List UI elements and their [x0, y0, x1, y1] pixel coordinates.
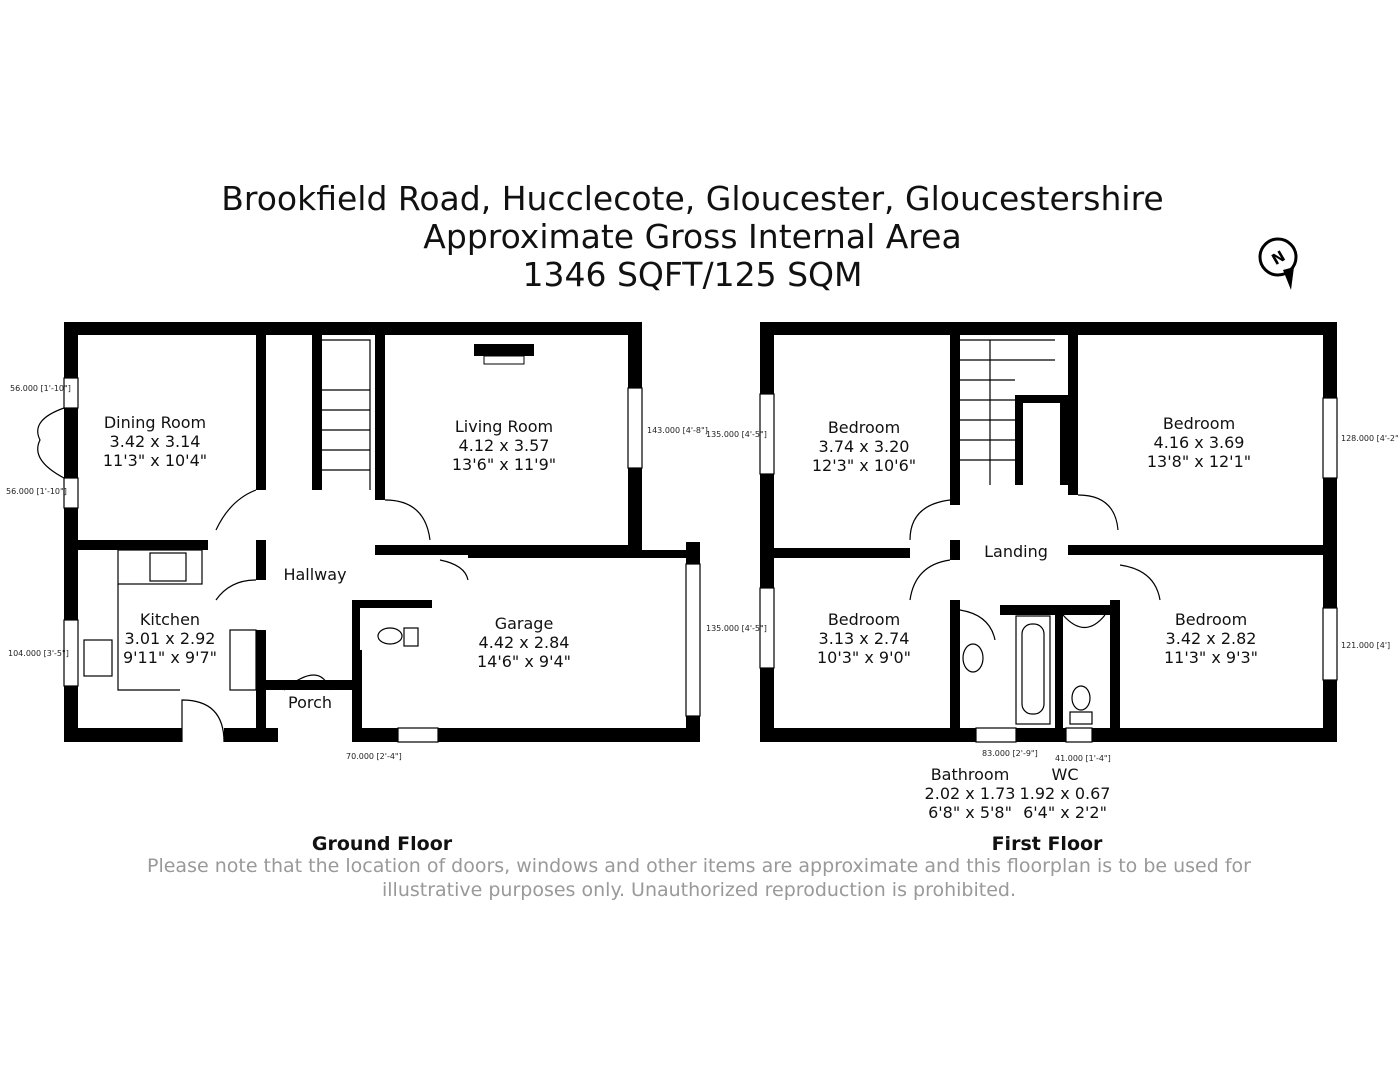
room-porch: Porch [288, 693, 332, 712]
ground-floor-room-labels: Dining Room 3.42 x 3.14 11'3" x 10'4" Li… [103, 413, 571, 712]
room-kitchen: Kitchen [140, 610, 200, 629]
address-title: Brookfield Road, Hucclecote, Gloucester,… [221, 179, 1164, 218]
area-value: 1346 SQFT/125 SQM [522, 255, 863, 294]
first-floor-doors [909, 339, 1161, 725]
first-floor-room-labels: Bedroom 3.74 x 3.20 12'3" x 10'6" Bedroo… [812, 414, 1258, 822]
svg-text:12'3" x 10'6": 12'3" x 10'6" [812, 456, 916, 475]
svg-text:6'4" x 2'2": 6'4" x 2'2" [1023, 803, 1107, 822]
first-floor-window-labels: 135.000 [4'-5"] 135.000 [4'-5"] 128.000 … [706, 430, 1398, 763]
svg-text:143.000 [4'-8"]: 143.000 [4'-8"] [647, 426, 708, 435]
room-garage: Garage [495, 614, 554, 633]
svg-text:135.000 [4'-5"]: 135.000 [4'-5"] [706, 624, 767, 633]
svg-text:3.13 x 2.74: 3.13 x 2.74 [819, 629, 910, 648]
svg-text:83.000 [2'-9"]: 83.000 [2'-9"] [982, 749, 1038, 758]
svg-text:9'11" x 9'7": 9'11" x 9'7" [123, 648, 217, 667]
svg-text:4.42 x 2.84: 4.42 x 2.84 [479, 633, 570, 652]
svg-text:11'3" x 10'4": 11'3" x 10'4" [103, 451, 207, 470]
svg-text:3.01 x 2.92: 3.01 x 2.92 [125, 629, 216, 648]
room-landing: Landing [984, 542, 1048, 561]
svg-text:4.12 x 3.57: 4.12 x 3.57 [459, 436, 550, 455]
room-bedroom-1: Bedroom [828, 418, 900, 437]
svg-text:1.92 x 0.67: 1.92 x 0.67 [1020, 784, 1111, 803]
area-label: Approximate Gross Internal Area [423, 217, 962, 256]
first-floor-windows [759, 393, 1338, 743]
room-living-room: Living Room [455, 417, 553, 436]
svg-text:2.02 x 1.73: 2.02 x 1.73 [925, 784, 1016, 803]
svg-text:3.74 x 3.20: 3.74 x 3.20 [819, 437, 910, 456]
svg-text:56.000 [1'-10"]: 56.000 [1'-10"] [10, 384, 71, 393]
room-wc: WC [1052, 765, 1079, 784]
svg-text:3.42 x 3.14: 3.42 x 3.14 [110, 432, 201, 451]
svg-text:4.16 x 3.69: 4.16 x 3.69 [1154, 433, 1245, 452]
svg-text:56.000 [1'-10"]: 56.000 [1'-10"] [6, 487, 67, 496]
ground-floor-label: Ground Floor [312, 833, 453, 855]
svg-text:14'6" x 9'4": 14'6" x 9'4" [477, 652, 571, 671]
first-floor-walls [760, 322, 1337, 742]
ground-floor-doors [37, 339, 469, 743]
svg-text:104.000 [3'-5"]: 104.000 [3'-5"] [8, 649, 69, 658]
room-hallway: Hallway [283, 565, 346, 584]
svg-text:3.42 x 2.82: 3.42 x 2.82 [1166, 629, 1257, 648]
room-bedroom-2: Bedroom [1163, 414, 1235, 433]
svg-text:41.000 [1'-4"]: 41.000 [1'-4"] [1055, 754, 1111, 763]
svg-text:13'8" x 12'1": 13'8" x 12'1" [1147, 452, 1251, 471]
svg-text:128.000 [4'-2"]: 128.000 [4'-2"] [1341, 434, 1398, 443]
ground-floor-window-labels: 56.000 [1'-10"] 56.000 [1'-10"] 104.000 … [6, 384, 708, 761]
svg-text:10'3" x 9'0": 10'3" x 9'0" [817, 648, 911, 667]
svg-text:135.000 [4'-5"]: 135.000 [4'-5"] [706, 430, 767, 439]
room-bathroom: Bathroom [931, 765, 1010, 784]
disclaimer: Please note that the location of doors, … [147, 855, 1251, 901]
svg-text:N: N [1269, 247, 1289, 269]
first-floor-label: First Floor [992, 833, 1103, 855]
svg-text:11'3" x 9'3": 11'3" x 9'3" [1164, 648, 1258, 667]
north-compass-icon: N [1258, 237, 1298, 290]
svg-text:13'6" x 11'9": 13'6" x 11'9" [452, 455, 556, 474]
svg-text:70.000 [2'-4"]: 70.000 [2'-4"] [346, 752, 402, 761]
room-dining-room: Dining Room [104, 413, 206, 432]
room-bedroom-4: Bedroom [1175, 610, 1247, 629]
ground-floor-walls [64, 322, 700, 742]
svg-text:121.000 [4']: 121.000 [4'] [1341, 641, 1390, 650]
room-bedroom-3: Bedroom [828, 610, 900, 629]
ground-floor-windows [63, 377, 701, 743]
svg-text:6'8" x 5'8": 6'8" x 5'8" [928, 803, 1012, 822]
